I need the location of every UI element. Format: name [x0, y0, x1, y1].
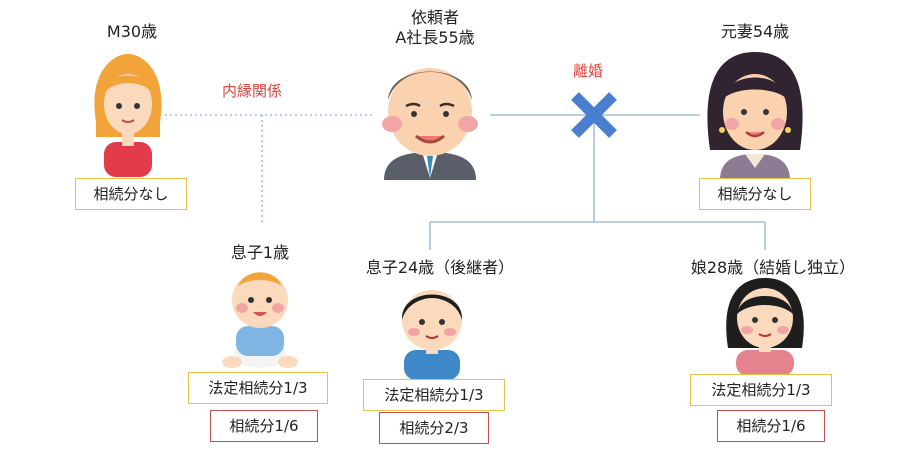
- m-label: M30歳: [106, 22, 158, 41]
- older-woman-avatar-icon: [707, 52, 803, 180]
- son-share-box: 相続分2/3: [379, 412, 489, 444]
- client-label: 依頼者 A社長55歳: [375, 8, 495, 48]
- woman-avatar-icon: [94, 54, 162, 177]
- girl-avatar-icon: [726, 278, 804, 376]
- client-label-name: A社長55歳: [395, 28, 475, 47]
- baby-label: 息子1歳: [230, 243, 290, 262]
- baby-share-box: 相続分1/6: [210, 410, 318, 442]
- divorce-label: 離婚: [573, 62, 604, 80]
- daughter-label: 娘28歳（結婚し独立）: [690, 258, 856, 277]
- daughter-share-box: 相続分1/6: [717, 410, 825, 442]
- exwife-label: 元妻54歳: [720, 22, 790, 41]
- divorce-cross-icon: [571, 92, 617, 138]
- common-law-label: 内縁関係: [222, 82, 283, 100]
- exwife-share-box: 相続分なし: [699, 178, 811, 210]
- boy-avatar-icon: [401, 290, 463, 380]
- daughter-legal-share-box: 法定相続分1/3: [690, 374, 832, 406]
- baby-avatar-icon: [222, 272, 298, 368]
- client-label-role: 依頼者: [410, 8, 459, 27]
- son-label: 息子24歳（後継者）: [365, 258, 515, 277]
- old-man-avatar-icon: [382, 68, 478, 180]
- baby-legal-share-box: 法定相続分1/3: [188, 372, 328, 404]
- son-legal-share-box: 法定相続分1/3: [363, 379, 505, 411]
- m-share-box: 相続分なし: [75, 178, 187, 210]
